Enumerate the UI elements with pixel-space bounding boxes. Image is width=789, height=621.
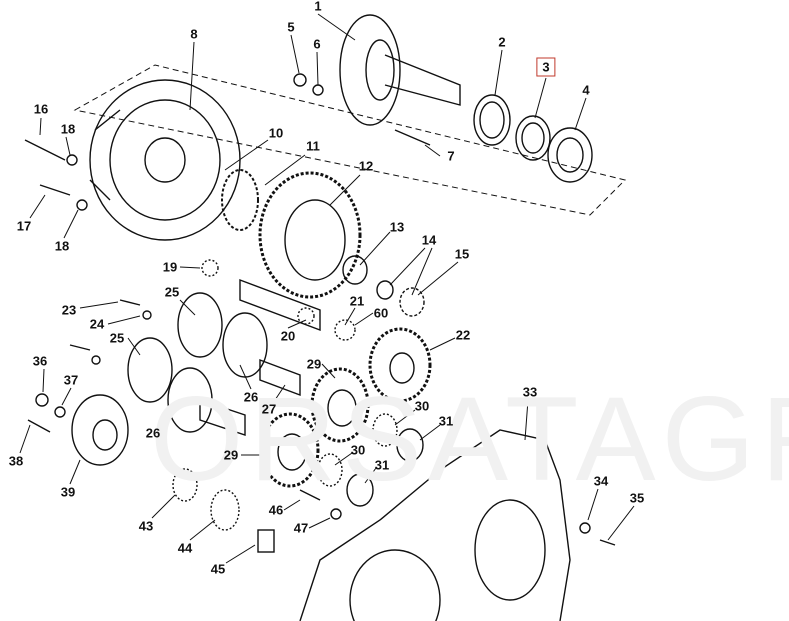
- part-label[interactable]: 18: [54, 238, 70, 254]
- part-label[interactable]: 45: [210, 561, 226, 577]
- part-label[interactable]: 13: [389, 219, 405, 235]
- ring-part: [515, 115, 551, 161]
- part-label[interactable]: 11: [306, 138, 320, 154]
- part-label-highlighted[interactable]: 3: [536, 57, 556, 77]
- part-label[interactable]: 30: [350, 442, 366, 458]
- nut-part: [547, 127, 593, 183]
- part-label[interactable]: 18: [60, 121, 76, 137]
- part-label[interactable]: 22: [455, 327, 471, 343]
- part-label[interactable]: 38: [8, 453, 24, 469]
- part-label[interactable]: 10: [268, 125, 284, 141]
- part-label[interactable]: 33: [522, 384, 538, 400]
- part-label[interactable]: 31: [374, 457, 390, 473]
- part-label[interactable]: 29: [306, 356, 322, 372]
- part-label[interactable]: 60: [373, 305, 389, 321]
- part-label[interactable]: 36: [32, 353, 48, 369]
- part-label[interactable]: 1: [314, 0, 322, 14]
- part-label[interactable]: 26: [243, 389, 259, 405]
- part-label[interactable]: 21: [349, 293, 365, 309]
- part-label[interactable]: 26: [145, 425, 161, 441]
- part-label[interactable]: 12: [358, 158, 374, 174]
- part-label[interactable]: 6: [313, 36, 321, 52]
- seal-part: [473, 94, 511, 146]
- part-label[interactable]: 44: [177, 540, 193, 556]
- part-label[interactable]: 15: [454, 246, 470, 262]
- housing-part: [89, 79, 241, 241]
- part-label[interactable]: 27: [261, 401, 277, 417]
- assembly-outline: [73, 64, 626, 216]
- part-label[interactable]: 24: [89, 316, 105, 332]
- part-label[interactable]: 17: [16, 218, 32, 234]
- part-label[interactable]: 20: [280, 328, 296, 344]
- part-label[interactable]: 37: [63, 372, 79, 388]
- part-label[interactable]: 46: [268, 502, 284, 518]
- flange-part: [339, 14, 461, 126]
- part-label[interactable]: 31: [438, 413, 454, 429]
- part-label[interactable]: 5: [287, 19, 295, 35]
- part-label[interactable]: 29: [223, 447, 239, 463]
- part-label[interactable]: 25: [109, 330, 125, 346]
- part-label[interactable]: 8: [190, 26, 198, 42]
- watermark: ORSATAGRI: [150, 372, 789, 506]
- part-label[interactable]: 2: [498, 34, 506, 50]
- part-label[interactable]: 35: [629, 490, 645, 506]
- gear-part: [239, 171, 362, 332]
- part-label[interactable]: 19: [162, 259, 178, 275]
- part-label[interactable]: 4: [582, 82, 590, 98]
- part-label[interactable]: 23: [61, 302, 77, 318]
- casing-part: [299, 429, 571, 621]
- part-label[interactable]: 7: [447, 148, 455, 164]
- part-label[interactable]: 43: [138, 518, 154, 534]
- part-label[interactable]: 34: [593, 473, 609, 489]
- part-label[interactable]: 30: [414, 398, 430, 414]
- part-label[interactable]: 39: [60, 484, 76, 500]
- part-label[interactable]: 25: [164, 284, 180, 300]
- part-label[interactable]: 16: [33, 101, 49, 117]
- part-label[interactable]: 47: [293, 520, 309, 536]
- part-label[interactable]: 14: [421, 232, 437, 248]
